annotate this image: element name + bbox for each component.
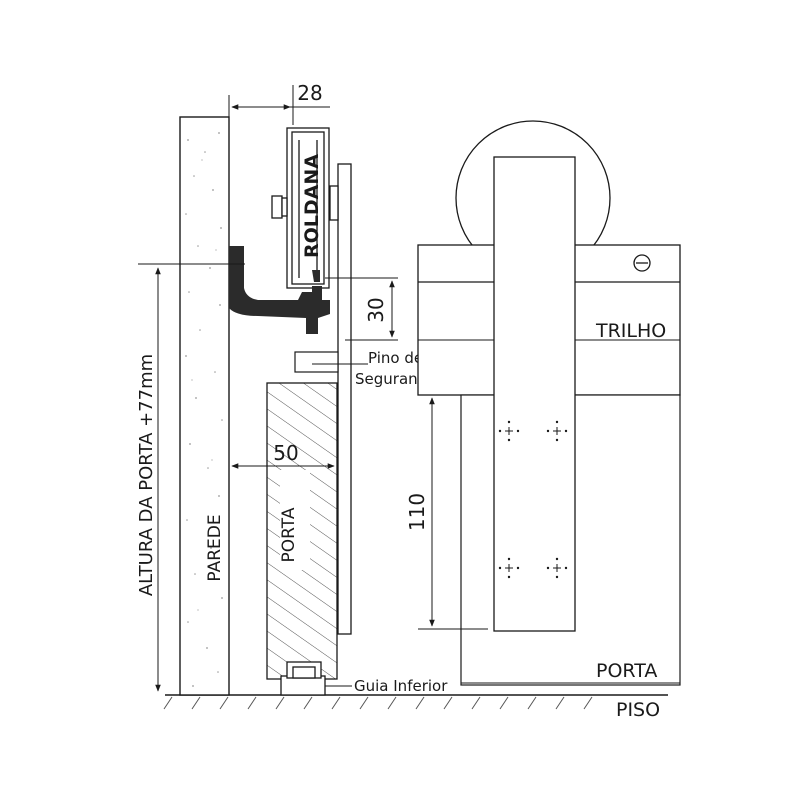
dim-110-label: 110	[405, 493, 429, 531]
altura-label: ALTURA DA PORTA +77mm	[136, 354, 157, 596]
parede-label: PAREDE	[205, 514, 225, 581]
rail-profile	[138, 246, 330, 334]
pino-label-1: Pino de	[368, 349, 423, 367]
roller-side: ROLDANA	[271, 127, 352, 635]
floor	[163, 694, 668, 710]
guia-label: Guia Inferior	[354, 677, 448, 695]
dimension-110: 110	[405, 394, 488, 630]
porta-front-label: PORTA	[596, 660, 657, 682]
piso-label: PISO	[616, 699, 660, 721]
front-view	[417, 120, 681, 686]
safety-pin: Pino de Segurança	[294, 349, 435, 388]
dimension-50: 50	[231, 441, 335, 469]
roldana-label: ROLDANA	[301, 154, 323, 258]
wall	[179, 116, 230, 696]
dimension-door-height: ALTURA DA PORTA +77mm	[136, 267, 161, 692]
door-side: PORTA	[266, 382, 338, 680]
porta-side-label: PORTA	[279, 507, 299, 562]
dim-30-label: 30	[364, 297, 388, 322]
dimension-28: 28	[228, 81, 330, 125]
dimension-30: 30	[325, 277, 398, 341]
bottom-guide: Guia Inferior	[280, 661, 448, 696]
pino-label-2: Segurança	[355, 370, 435, 388]
dim-28-label: 28	[297, 81, 322, 105]
dim-50-label: 50	[273, 441, 298, 465]
trilho-label: TRILHO	[595, 320, 666, 342]
